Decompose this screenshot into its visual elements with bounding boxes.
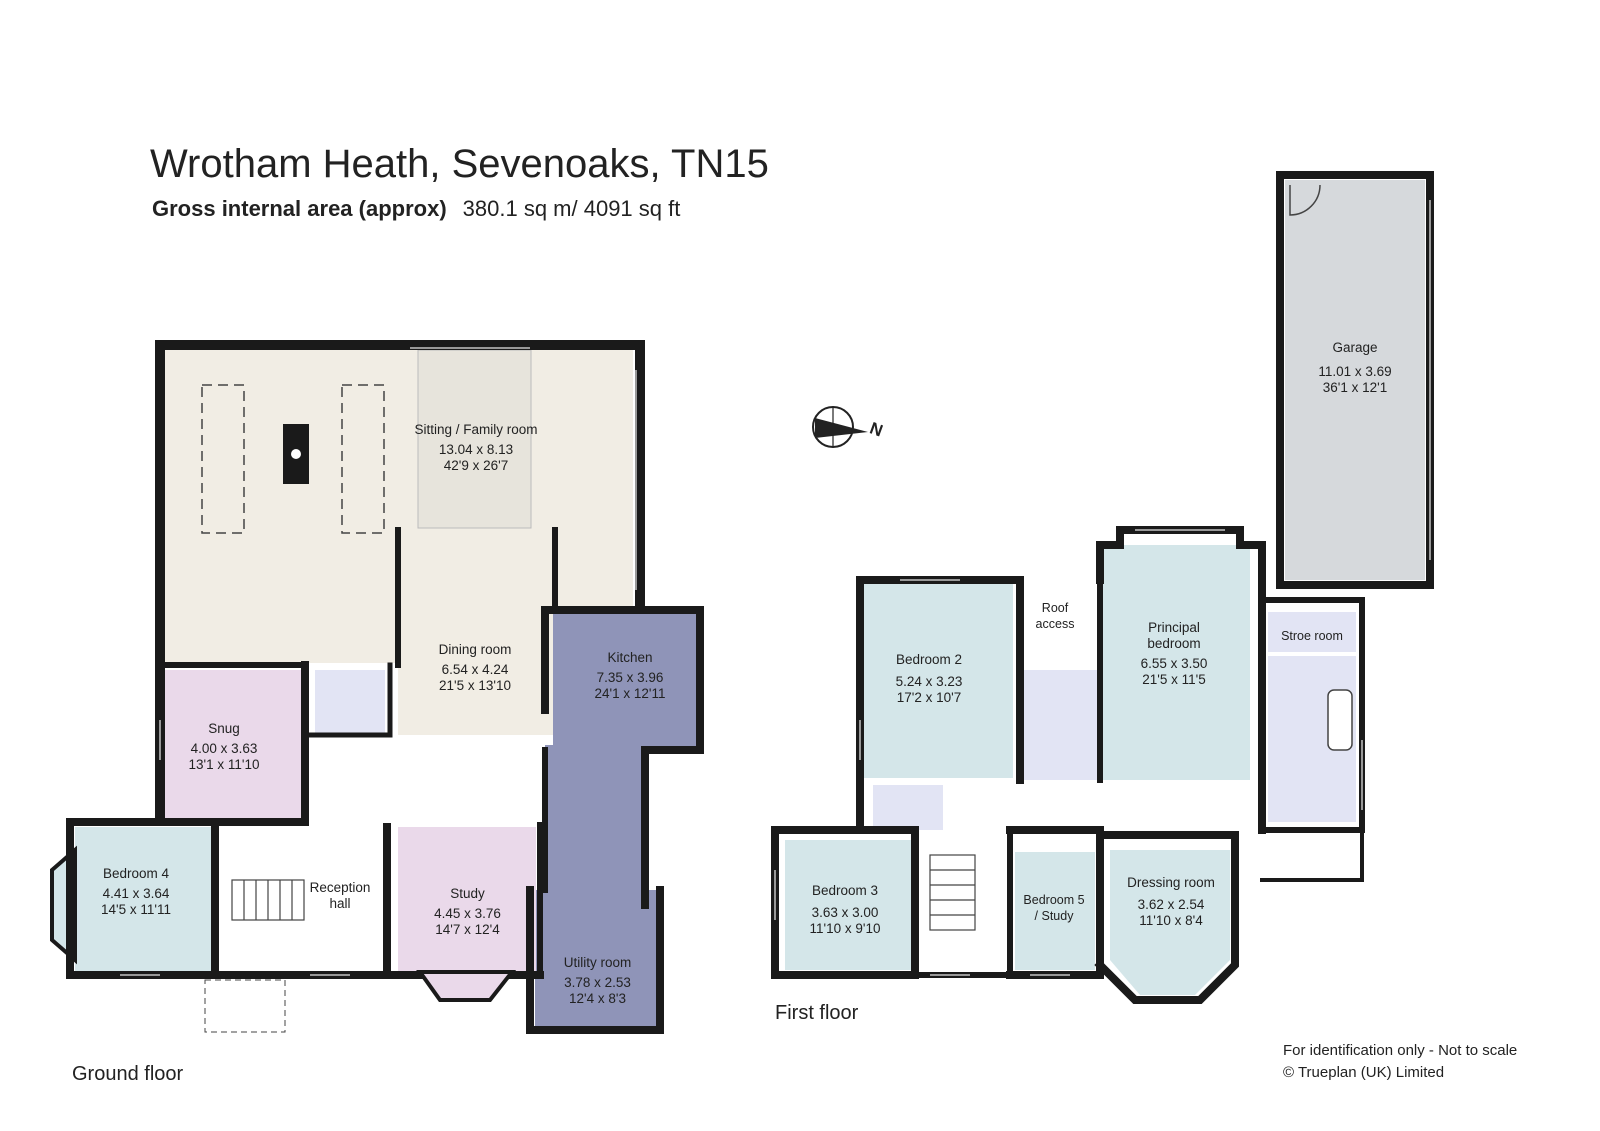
page-title: Wrotham Heath, Sevenoaks, TN15 [150,142,769,186]
room-label-reception-hall: Reception hall [309,880,371,911]
copyright-note: © Trueplan (UK) Limited [1283,1064,1445,1081]
store-room-area [1268,612,1356,652]
first-stair-hall-area [920,840,1010,970]
study-bay [416,970,517,1002]
garage-area [1285,180,1425,580]
first-floor-windows [774,200,1431,976]
sitting-room-bay-floor [417,349,532,529]
snug-area [163,670,305,820]
room-label-garage: Garage 11.01 x 3.69 36'1 x 12'1 [1318,340,1392,395]
room-label-study: Study 4.45 x 3.76 14'7 x 12'4 [434,886,501,937]
porch-outline [204,979,286,1033]
footer-notes: For identification only - Not to scale ©… [1283,1040,1517,1084]
study-area [398,827,536,972]
first-floor-label: First floor [775,1002,859,1024]
gross-internal-area: Gross internal area (approx) 380.1 sq m/ … [152,196,680,222]
room-label-dining: Dining room 6.54 x 4.24 21'5 x 13'10 [438,642,512,693]
sitting-room-rug-left [201,384,245,534]
ground-floor-staircase [231,879,305,921]
bedroom-5-area [1015,852,1095,970]
compass-icon [812,406,868,448]
room-label-dressing-room: Dressing room 3.62 x 2.54 11'10 x 8'4 [1127,875,1215,928]
dressing-room-area [1110,850,1230,995]
utility-room-area [535,890,660,1028]
ground-floor-label: Ground floor [72,1063,184,1085]
bedroom-4-area [75,827,215,975]
gia-value: 380.1 sq m/ 4091 sq ft [462,196,681,221]
small-bathroom-area [873,785,943,830]
room-label-principal-bedroom: Principal bedroom 6.55 x 3.50 21'5 x 11'… [1140,620,1208,687]
room-label-roof-access: Roof access [1035,601,1075,631]
room-label-bedroom-4: Bedroom 4 4.41 x 3.64 14'5 x 11'11 [101,866,171,917]
roof-access-bathroom-area [1020,670,1100,780]
ground-floor-windows [120,347,637,976]
ground-floor-plan [50,340,704,1034]
first-floor-staircase [929,854,976,931]
room-label-sitting: Sitting / Family room 13.04 x 8.13 42'9 … [414,422,538,473]
bedroom-3-area [785,840,915,970]
bath-tub [1327,689,1353,751]
room-label-kitchen: Kitchen 7.35 x 3.96 24'1 x 12'11 [594,650,666,701]
bedroom-2-area [863,583,1013,778]
room-label-snug: Snug 4.00 x 3.63 13'1 x 11'10 [188,721,260,772]
stove-detail [291,449,301,459]
room-label-store-room: Stroe room [1281,629,1343,643]
room-label-bedroom-2: Bedroom 2 5.24 x 3.23 17'2 x 10'7 [895,652,963,705]
room-label-utility: Utility room 3.78 x 2.53 12'4 x 8'3 [563,955,632,1006]
room-label-bedroom-5: Bedroom 5 / Study [1023,893,1085,923]
first-floor-plan [771,171,1434,1004]
hall-corridor-area [305,735,555,825]
kitchen-corridor-area [545,745,645,905]
disclaimer-note: For identification only - Not to scale [1283,1042,1518,1059]
kitchen-area [553,610,700,750]
room-label-bedroom-3: Bedroom 3 3.63 x 3.00 11'10 x 9'10 [809,883,881,936]
gia-label: Gross internal area (approx) [152,196,447,221]
sitting-room-rug-right [341,384,385,534]
garage-door [1289,184,1321,216]
principal-bedroom-area [1100,545,1250,780]
wc-area [315,670,385,735]
